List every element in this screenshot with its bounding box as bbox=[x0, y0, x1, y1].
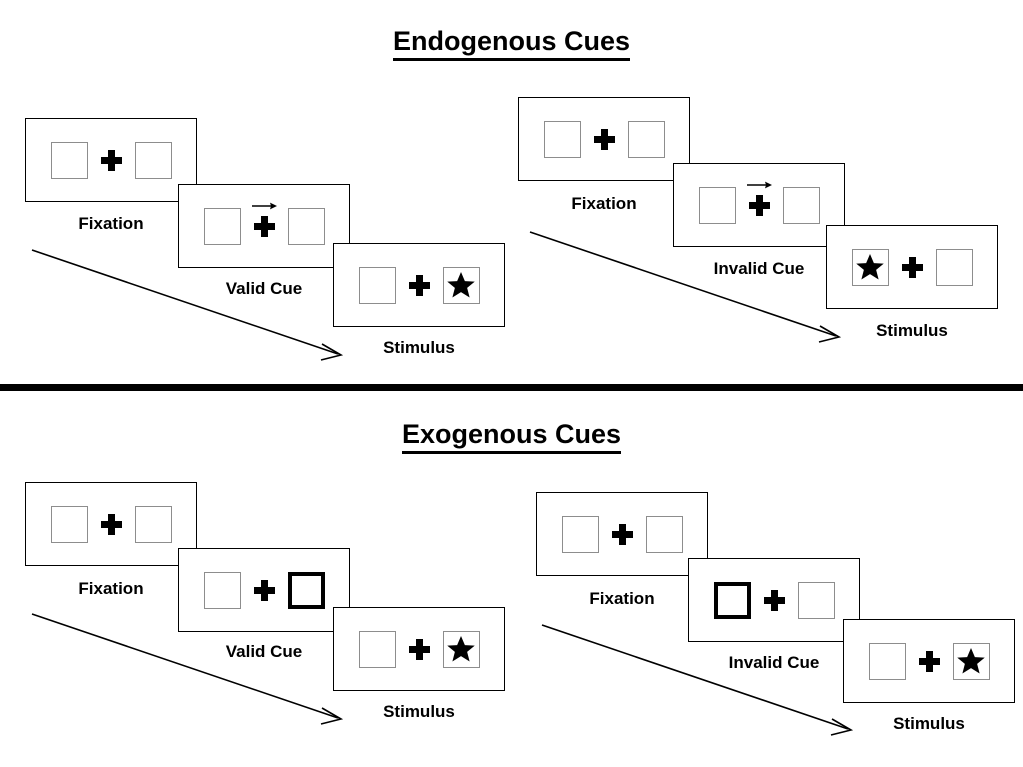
caption-fixation: Fixation bbox=[78, 214, 144, 233]
star-icon bbox=[957, 648, 985, 674]
caption-stimulus: Stimulus bbox=[876, 321, 948, 340]
plus-icon bbox=[918, 650, 940, 672]
caption-fixation: Fixation bbox=[589, 589, 655, 608]
caption-stimulus: Stimulus bbox=[893, 714, 965, 733]
frame-content bbox=[561, 515, 683, 553]
left-box bbox=[203, 207, 241, 245]
section-title-exogenous: Exogenous Cues bbox=[0, 419, 1023, 454]
frame-content bbox=[543, 120, 665, 158]
right-box-with-target bbox=[952, 642, 990, 680]
plus-icon bbox=[593, 128, 615, 150]
caption-invalid-cue: Invalid Cue bbox=[728, 653, 820, 672]
arrow-right-icon bbox=[747, 181, 772, 188]
right-box bbox=[797, 581, 835, 619]
section-title-exogenous-text: Exogenous Cues bbox=[401, 419, 622, 454]
right-box bbox=[782, 186, 820, 224]
frame-endogenous-valid-stimulus[interactable] bbox=[333, 243, 505, 327]
plus-icon bbox=[763, 589, 785, 611]
left-box bbox=[698, 186, 736, 224]
caption-invalid-cue: Invalid Cue bbox=[713, 259, 805, 278]
right-box bbox=[935, 248, 973, 286]
frame-content bbox=[50, 141, 172, 179]
frame-exogenous-invalid-cue[interactable] bbox=[688, 558, 860, 642]
right-box-with-target bbox=[442, 630, 480, 668]
plus-icon bbox=[747, 181, 772, 216]
frame-exogenous-invalid-stimulus[interactable] bbox=[843, 619, 1015, 703]
star-icon bbox=[856, 254, 884, 280]
caption-stimulus: Stimulus bbox=[383, 702, 455, 721]
frame-endogenous-valid-cue[interactable] bbox=[178, 184, 350, 268]
frame-exogenous-invalid-fixation[interactable] bbox=[536, 492, 708, 576]
left-box bbox=[868, 642, 906, 680]
plus-icon bbox=[253, 579, 275, 601]
frame-endogenous-invalid-fixation[interactable] bbox=[518, 97, 690, 181]
plus-icon bbox=[100, 513, 122, 535]
plus-icon bbox=[252, 202, 277, 237]
frame-content bbox=[851, 248, 973, 286]
plus-icon bbox=[408, 274, 430, 296]
right-box bbox=[645, 515, 683, 553]
frame-exogenous-valid-stimulus[interactable] bbox=[333, 607, 505, 691]
caption-valid-cue: Valid Cue bbox=[225, 642, 303, 661]
plus-icon bbox=[100, 149, 122, 171]
plus-icon bbox=[408, 638, 430, 660]
left-box bbox=[50, 141, 88, 179]
frame-content bbox=[713, 581, 835, 619]
left-box-cued bbox=[713, 581, 751, 619]
frame-content bbox=[203, 571, 325, 609]
left-box bbox=[543, 120, 581, 158]
frame-content bbox=[358, 266, 480, 304]
frame-endogenous-invalid-stimulus[interactable] bbox=[826, 225, 998, 309]
frame-content bbox=[50, 505, 172, 543]
frame-content bbox=[358, 630, 480, 668]
left-box bbox=[50, 505, 88, 543]
caption-fixation: Fixation bbox=[571, 194, 637, 213]
frame-content bbox=[203, 202, 325, 245]
frame-endogenous-invalid-cue[interactable] bbox=[673, 163, 845, 247]
left-box bbox=[358, 630, 396, 668]
section-title-endogenous: Endogenous Cues bbox=[0, 26, 1023, 61]
frame-exogenous-valid-fixation[interactable] bbox=[25, 482, 197, 566]
arrow-right-icon bbox=[252, 202, 277, 209]
right-box-cued bbox=[287, 571, 325, 609]
caption-valid-cue: Valid Cue bbox=[225, 279, 303, 298]
star-icon bbox=[447, 636, 475, 662]
right-box bbox=[287, 207, 325, 245]
star-icon bbox=[447, 272, 475, 298]
right-box bbox=[134, 505, 172, 543]
section-title-endogenous-text: Endogenous Cues bbox=[392, 26, 630, 61]
caption-stimulus: Stimulus bbox=[383, 338, 455, 357]
section-divider bbox=[0, 384, 1023, 391]
right-box bbox=[627, 120, 665, 158]
frame-content bbox=[868, 642, 990, 680]
caption-fixation: Fixation bbox=[78, 579, 144, 598]
left-box-with-target bbox=[851, 248, 889, 286]
right-box bbox=[134, 141, 172, 179]
frame-endogenous-valid-fixation[interactable] bbox=[25, 118, 197, 202]
left-box bbox=[203, 571, 241, 609]
left-box bbox=[561, 515, 599, 553]
frame-content bbox=[698, 181, 820, 224]
right-box-with-target bbox=[442, 266, 480, 304]
plus-icon bbox=[611, 523, 633, 545]
plus-icon bbox=[901, 256, 923, 278]
frame-exogenous-valid-cue[interactable] bbox=[178, 548, 350, 632]
left-box bbox=[358, 266, 396, 304]
